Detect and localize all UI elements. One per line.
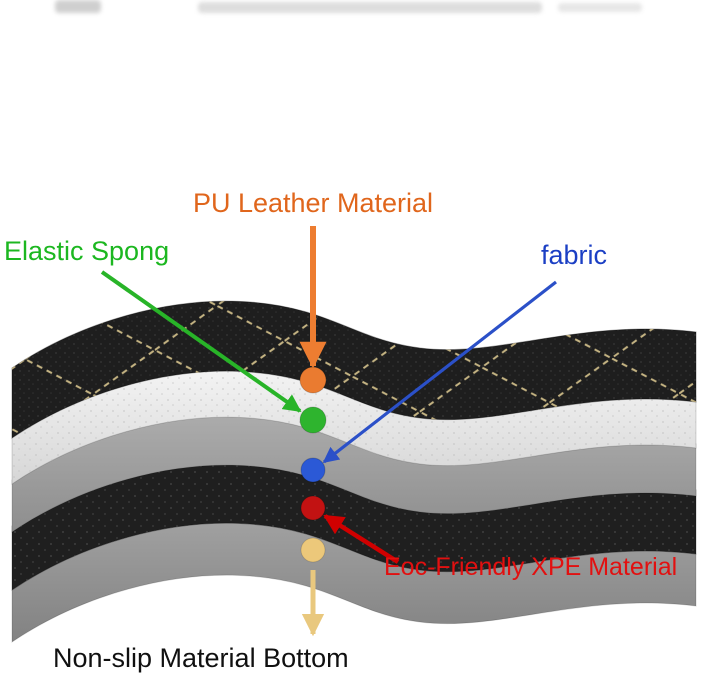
- xpe-dot: [300, 495, 326, 521]
- cropped-watermark-fragment: [558, 3, 642, 12]
- elastic-sponge-arrow: [100, 270, 302, 413]
- elastic-sponge-dot: [299, 406, 327, 434]
- fabric-label: fabric: [541, 240, 608, 270]
- xpe-material-label: Eoc-Friendly XPE Material: [384, 553, 678, 581]
- pu-leather-stitch-pattern: [12, 301, 696, 438]
- cropped-watermark-fragment: [198, 2, 542, 13]
- xpe-foam-speckle-texture: [12, 459, 696, 590]
- elastic-sponge-label: Elastic Spong: [4, 236, 170, 266]
- non-slip-dot: [300, 537, 326, 563]
- non-slip-bottom-label: Non-slip Material Bottom: [53, 643, 349, 673]
- fabric-dot: [300, 457, 326, 483]
- pu-leather-dot: [299, 366, 327, 394]
- fabric-connector-line: [322, 280, 557, 464]
- xpe-arrow: [323, 514, 400, 564]
- elastic-sponge-texture: [12, 365, 696, 484]
- pu-leather-label: PU Leather Material: [192, 188, 434, 218]
- cropped-watermark-fragment: [55, 0, 101, 13]
